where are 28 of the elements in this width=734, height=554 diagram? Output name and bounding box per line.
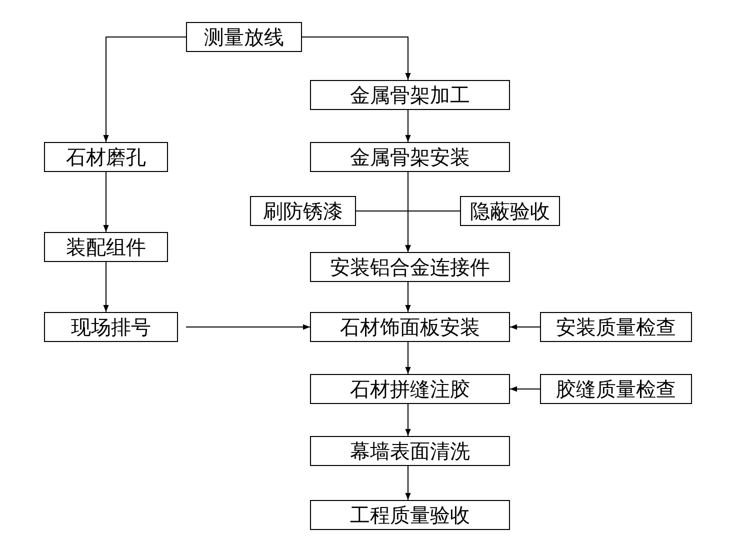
arrow xyxy=(405,282,411,312)
arrow xyxy=(302,36,411,80)
process-box: 金属骨架加工 xyxy=(310,80,510,110)
arrow xyxy=(405,210,460,252)
process-box: 工程质量验收 xyxy=(310,500,510,530)
arrow xyxy=(405,466,411,500)
process-box: 金属骨架安装 xyxy=(310,142,510,172)
process-box: 刷防锈漆 xyxy=(250,196,356,226)
process-box: 幕墙表面清洗 xyxy=(310,436,510,466)
arrow xyxy=(103,36,186,142)
process-box: 装配组件 xyxy=(44,232,168,262)
arrow xyxy=(510,324,540,330)
arrow xyxy=(405,110,411,142)
arrow xyxy=(405,342,411,374)
process-box: 石材磨孔 xyxy=(44,142,168,172)
arrow xyxy=(405,404,411,436)
process-box: 测量放线 xyxy=(186,22,302,52)
process-box: 胶缝质量检查 xyxy=(540,374,692,404)
arrow xyxy=(186,324,310,330)
process-box: 石材饰面板安装 xyxy=(310,312,510,342)
arrow xyxy=(103,172,109,232)
process-box: 安装铝合金连接件 xyxy=(310,252,510,282)
arrow xyxy=(103,262,109,312)
process-box: 石材拼缝注胶 xyxy=(310,374,510,404)
process-box: 隐蔽验收 xyxy=(460,196,560,226)
process-box: 安装质量检查 xyxy=(540,312,692,342)
arrow xyxy=(510,386,540,392)
process-box: 现场排号 xyxy=(44,312,178,342)
